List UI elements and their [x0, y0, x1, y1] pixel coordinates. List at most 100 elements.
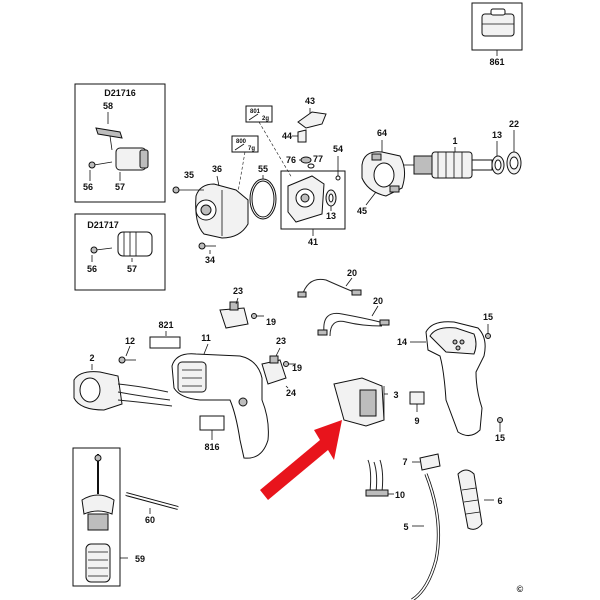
- screw-19b: [283, 361, 289, 367]
- label-22: 22: [509, 119, 519, 129]
- label-861: 861: [489, 57, 504, 67]
- o-ring-55: 55: [249, 164, 277, 220]
- label-57-box1: 57: [115, 182, 125, 192]
- label-3: 3: [393, 390, 398, 400]
- clamp-23a: [219, 307, 249, 329]
- label-821: 821: [158, 320, 173, 330]
- tag-2g: 2g: [262, 116, 269, 122]
- label-10: 10: [395, 490, 405, 500]
- label-35: 35: [184, 170, 194, 180]
- label-19a: 19: [266, 317, 276, 327]
- label-45: 45: [357, 206, 367, 216]
- wire-20a: [301, 278, 355, 297]
- chuck-key-58: [95, 127, 123, 139]
- label-15a: 15: [483, 312, 493, 322]
- suppressor-9: [409, 391, 425, 405]
- screw-15b: [497, 417, 503, 423]
- keyless-chuck-57: [117, 231, 153, 257]
- screw-35: [172, 186, 180, 194]
- chuck-screw-56b: [90, 246, 98, 254]
- side-handle-box-frame: [72, 447, 121, 587]
- red-indicator-arrow: [260, 420, 342, 500]
- label-56-box1: 56: [83, 182, 93, 192]
- housing-11: 11: [171, 333, 269, 459]
- label-5: 5: [403, 522, 408, 532]
- label-20b: 20: [373, 296, 383, 306]
- label-23a: 23: [233, 286, 243, 296]
- screw-54: [335, 175, 341, 181]
- lever-43: [297, 111, 327, 129]
- field-assembly-2: 2: [73, 353, 173, 411]
- gearbox-small-parts: 43 44 76 77 54: [282, 96, 343, 181]
- power-cable-5: 5: [403, 473, 441, 600]
- arrow-shape: [260, 420, 342, 500]
- switch-assembly-3: 3: [333, 377, 399, 427]
- cord-clamp-7: 7: [402, 453, 441, 471]
- label-24: 24: [286, 388, 296, 398]
- screw-19a: [251, 313, 257, 319]
- tag-801: 801: [250, 109, 261, 115]
- tag-800: 800: [236, 139, 247, 145]
- brush-holder-assembly: 64 45: [357, 128, 406, 216]
- label-plate-821: 821: [149, 320, 181, 349]
- label-34: 34: [205, 255, 215, 265]
- label-44: 44: [282, 131, 292, 141]
- label-14: 14: [397, 337, 407, 347]
- label-1: 1: [452, 136, 457, 146]
- chuck-model-d21716: D21716: [104, 88, 136, 98]
- label-60: 60: [145, 515, 155, 525]
- screw-12-group: 12: [118, 336, 136, 364]
- label-56-box2: 56: [87, 264, 97, 274]
- chuck-screw-56: [88, 161, 96, 169]
- label-13-bearing: 13: [492, 130, 502, 140]
- label-11: 11: [201, 333, 211, 343]
- motor-vent: [177, 361, 207, 393]
- harness-connector: [365, 489, 389, 497]
- label-19b: 19: [292, 363, 302, 373]
- label-plate-816: 816: [199, 415, 225, 452]
- grease-tags: 801 2g 800 7g: [231, 105, 293, 193]
- cord-guard-6: 6: [457, 469, 503, 530]
- label-43: 43: [305, 96, 315, 106]
- wire-20b: [323, 312, 381, 333]
- copyright-symbol: ©: [517, 584, 524, 594]
- housing-14: 14 15 15: [397, 312, 505, 443]
- armature-assembly: 1 13 22: [404, 119, 522, 179]
- clamp-24: [261, 359, 287, 385]
- label-76: 76: [286, 155, 296, 165]
- tag-7g: 7g: [248, 146, 255, 152]
- kit-box-861: 861: [471, 2, 523, 67]
- label-55: 55: [258, 164, 268, 174]
- screw-34: [198, 242, 206, 250]
- label-12: 12: [125, 336, 135, 346]
- cord-guard: [457, 469, 483, 530]
- washer-76: [300, 156, 312, 164]
- screw-15a: [485, 333, 491, 339]
- carry-case-icon: [481, 13, 515, 37]
- cord-clamp-7-part: [419, 453, 441, 471]
- label-58: 58: [103, 101, 113, 111]
- screw-12: [118, 356, 126, 364]
- label-59: 59: [135, 554, 145, 564]
- handle-collar: [87, 513, 109, 531]
- clamp-23b: [269, 355, 279, 364]
- armature-shaft: [471, 159, 493, 171]
- label-7: 7: [402, 457, 407, 467]
- warning-label-816: [199, 415, 225, 431]
- spring-44: [297, 129, 307, 143]
- carry-case-handle: [490, 8, 506, 16]
- label-13-gearcase: 13: [326, 211, 336, 221]
- label-23b: 23: [276, 336, 286, 346]
- cord-clamp-lower: 23 19 24: [261, 336, 302, 398]
- label-77: 77: [313, 154, 323, 164]
- label-36: 36: [212, 164, 222, 174]
- trigger-mount: [238, 397, 248, 407]
- chuck-box-d21716: D21716 58 56 57: [74, 83, 166, 203]
- label-6: 6: [497, 496, 502, 506]
- gear-case-assembly-41: 13 41: [280, 170, 346, 247]
- o-ring: [249, 178, 277, 220]
- capacitor-9: 9: [409, 391, 425, 426]
- cord-clamp-upper: 23 19: [219, 286, 276, 329]
- depth-rod-60: 60: [125, 492, 179, 525]
